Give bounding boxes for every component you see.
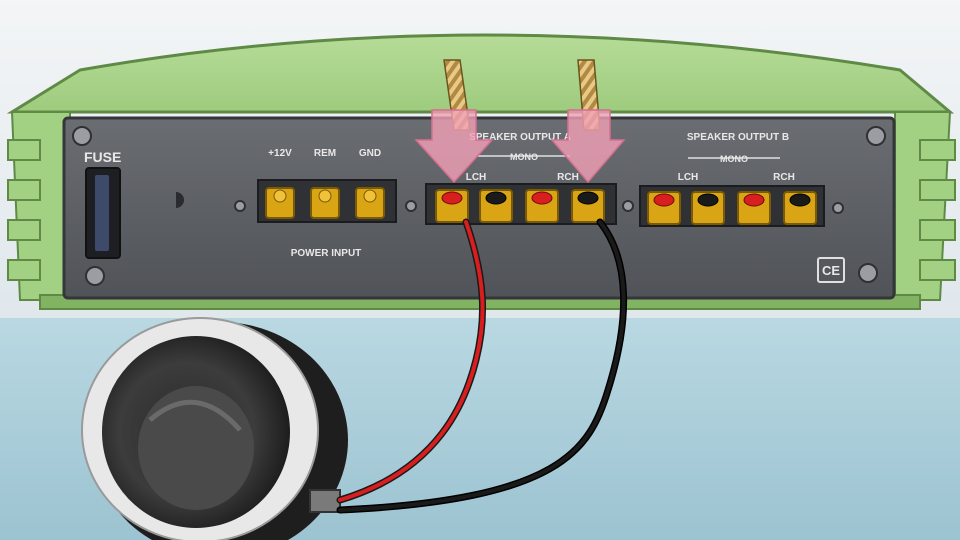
ce-mark-box	[817, 257, 845, 283]
wire-tip-arrow-left	[414, 59, 494, 184]
terminal-label-gnd: GND	[359, 148, 381, 159]
output-a-lch-label: LCH	[466, 172, 487, 183]
output-a-rch-negative-terminal[interactable]	[571, 189, 605, 223]
speaker-output-a-title: SPEAKER OUTPUT A	[469, 132, 571, 143]
amplifier-top-shell	[6, 33, 955, 114]
output-a-rch-positive-terminal[interactable]	[525, 189, 559, 223]
right-heat-fins	[894, 111, 956, 301]
speaker-output-a-group: SPEAKER OUTPUT A MONO LCH RCH	[425, 132, 617, 225]
panel-screws	[72, 126, 886, 286]
speaker-terminal	[309, 489, 341, 513]
terminal-label-12v: +12V	[268, 148, 292, 159]
power-terminal-12v[interactable]	[265, 187, 295, 219]
output-b-lch-label: LCH	[678, 172, 699, 183]
output-a-mono-label: MONO	[510, 152, 538, 162]
speaker[interactable]	[81, 317, 348, 540]
panel-mount-hole	[176, 192, 184, 208]
positive-speaker-wire[interactable]	[338, 220, 485, 502]
output-b-mono-label: MONO	[720, 154, 748, 164]
fuse-element	[95, 175, 109, 251]
wire-tip-arrow-right	[550, 59, 626, 184]
power-terminal-rem[interactable]	[310, 187, 340, 219]
power-terminal-gnd[interactable]	[355, 187, 385, 219]
negative-speaker-wire[interactable]	[338, 220, 626, 512]
speaker-output-b-group: SPEAKER OUTPUT B MONO LCH RCH	[639, 132, 825, 227]
speaker-cone-highlight	[148, 399, 242, 432]
output-b-rch-positive-terminal[interactable]	[737, 191, 771, 225]
output-a-rch-label: RCH	[557, 172, 579, 183]
output-b-rch-negative-terminal[interactable]	[783, 191, 817, 225]
ce-mark: CE	[822, 263, 840, 278]
output-b-lch-positive-terminal[interactable]	[647, 191, 681, 225]
output-b-lch-negative-terminal[interactable]	[691, 191, 725, 225]
terminal-label-rem: REM	[314, 148, 336, 159]
speaker-output-b-title: SPEAKER OUTPUT B	[687, 132, 789, 143]
output-a-lch-negative-terminal[interactable]	[479, 189, 513, 223]
output-a-lch-positive-terminal[interactable]	[435, 189, 469, 223]
fuse-label: FUSE	[84, 149, 121, 165]
power-input-group: +12V REM GND POWER INPUT	[257, 148, 397, 259]
power-input-title: POWER INPUT	[291, 248, 362, 259]
output-b-rch-label: RCH	[773, 172, 795, 183]
left-heat-fins	[7, 111, 71, 301]
